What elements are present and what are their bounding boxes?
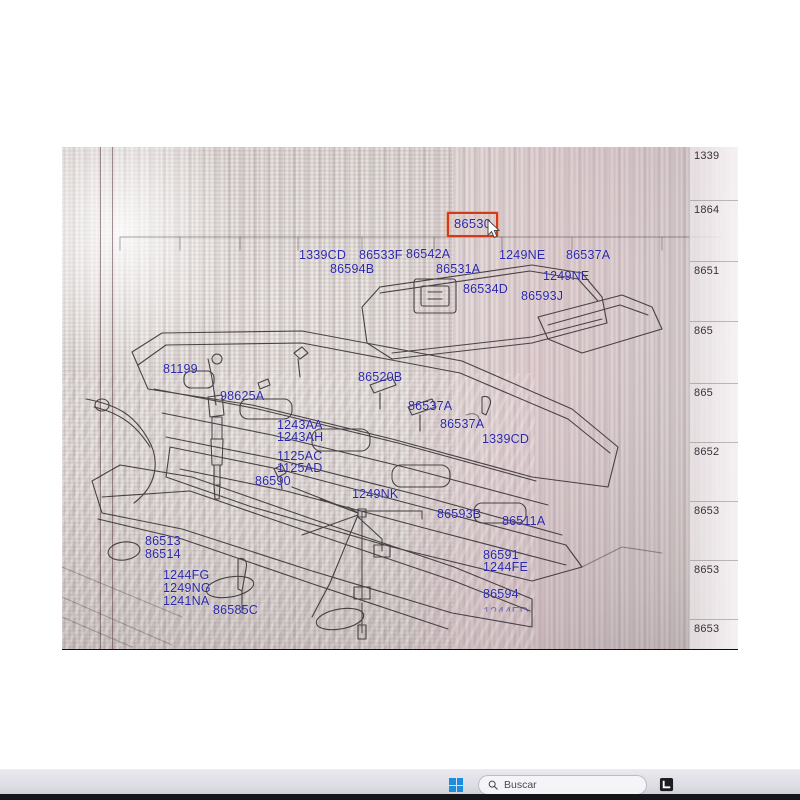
part-label-86520b[interactable]: 86520B xyxy=(358,370,403,384)
part-label-86585c[interactable]: 86585C xyxy=(213,603,258,617)
monitor-photo-area: 1339 1864 8651 865 865 8652 8653 8653 86… xyxy=(62,147,738,650)
page-seam-line-right xyxy=(112,147,113,650)
side-panel-row[interactable]: 8651 xyxy=(690,262,738,322)
part-label-1249nk[interactable]: 1249NK xyxy=(352,487,399,501)
part-label-86513[interactable]: 86513 xyxy=(145,534,181,548)
part-label-86534d[interactable]: 86534D xyxy=(463,282,508,296)
taskbar-search-box[interactable]: Buscar xyxy=(478,775,647,795)
part-label-1249ng[interactable]: 1249NG xyxy=(163,581,211,595)
part-label-1243ah[interactable]: 1243AH xyxy=(277,430,324,444)
part-label-1241na[interactable]: 1241NA xyxy=(163,594,210,608)
part-label-1125ac[interactable]: 1125AC xyxy=(277,449,323,463)
part-label-1125ad[interactable]: 1125AD xyxy=(277,461,323,475)
parts-list-side-panel[interactable]: 1339 1864 8651 865 865 8652 8653 8653 86… xyxy=(689,147,738,650)
search-icon xyxy=(488,780,498,790)
selected-part-number: 86530 xyxy=(454,216,492,231)
side-panel-row[interactable]: 8653 xyxy=(690,502,738,561)
side-panel-row[interactable]: 8653 xyxy=(690,561,738,620)
search-placeholder-text: Buscar xyxy=(504,778,537,791)
side-panel-row[interactable]: 865 xyxy=(690,384,738,443)
part-label-81199[interactable]: 81199 xyxy=(163,362,198,376)
screen-glare xyxy=(62,147,319,485)
windows-taskbar: Buscar xyxy=(0,769,800,800)
part-label-86531a[interactable]: 86531A xyxy=(436,262,481,276)
part-label-86537a-mid[interactable]: 86537A xyxy=(408,399,453,413)
part-label-86511a[interactable]: 86511A xyxy=(502,514,546,528)
part-label-86591[interactable]: 86591 xyxy=(483,548,519,562)
side-panel-row[interactable]: 1864 xyxy=(690,201,738,262)
part-label-1339cd-top[interactable]: 1339CD xyxy=(299,248,347,262)
part-label-86594b[interactable]: 86594B xyxy=(330,262,375,276)
part-label-98625a[interactable]: 98625A xyxy=(220,389,265,403)
part-label-1249ne-b[interactable]: 1249NE xyxy=(543,269,590,283)
bumper-diagram-artwork xyxy=(62,236,723,648)
part-label-86594[interactable]: 86594 xyxy=(483,587,519,601)
part-label-1339cd-mid[interactable]: 1339CD xyxy=(482,432,530,446)
side-panel-row[interactable]: 1339 xyxy=(690,147,738,201)
mouse-cursor-icon xyxy=(487,219,501,239)
windows-logo-icon[interactable] xyxy=(449,778,464,793)
part-label-86593j[interactable]: 86593J xyxy=(521,289,564,303)
part-label-86533f[interactable]: 86533F xyxy=(359,248,403,262)
side-panel-row[interactable]: 8652 xyxy=(690,443,738,502)
part-label-86542a[interactable]: 86542A xyxy=(406,247,451,261)
part-label-86537a-low[interactable]: 86537A xyxy=(440,417,485,431)
screen-sheen-right xyxy=(413,147,738,650)
part-label-86593b[interactable]: 86593B xyxy=(437,507,482,521)
part-label-1244fd-clipped[interactable]: 1244FD xyxy=(483,606,529,612)
part-label-1249ne-a[interactable]: 1249NE xyxy=(499,248,546,262)
part-label-1244fe[interactable]: 1244FE xyxy=(483,560,528,574)
part-label-86590[interactable]: 86590 xyxy=(255,474,291,488)
taskbar-bottom-shadow xyxy=(0,794,800,800)
part-label-86514[interactable]: 86514 xyxy=(145,547,181,561)
snip-tool-icon[interactable] xyxy=(659,777,674,792)
part-label-86537a-top[interactable]: 86537A xyxy=(566,248,611,262)
side-panel-row[interactable]: 8653 xyxy=(690,620,738,650)
page-seam-line-left xyxy=(100,147,101,650)
part-label-1243aa[interactable]: 1243AA xyxy=(277,418,323,432)
part-label-1244fg[interactable]: 1244FG xyxy=(163,568,210,582)
side-panel-row[interactable]: 865 xyxy=(690,322,738,384)
monitor-bezel-bottom xyxy=(62,649,738,650)
